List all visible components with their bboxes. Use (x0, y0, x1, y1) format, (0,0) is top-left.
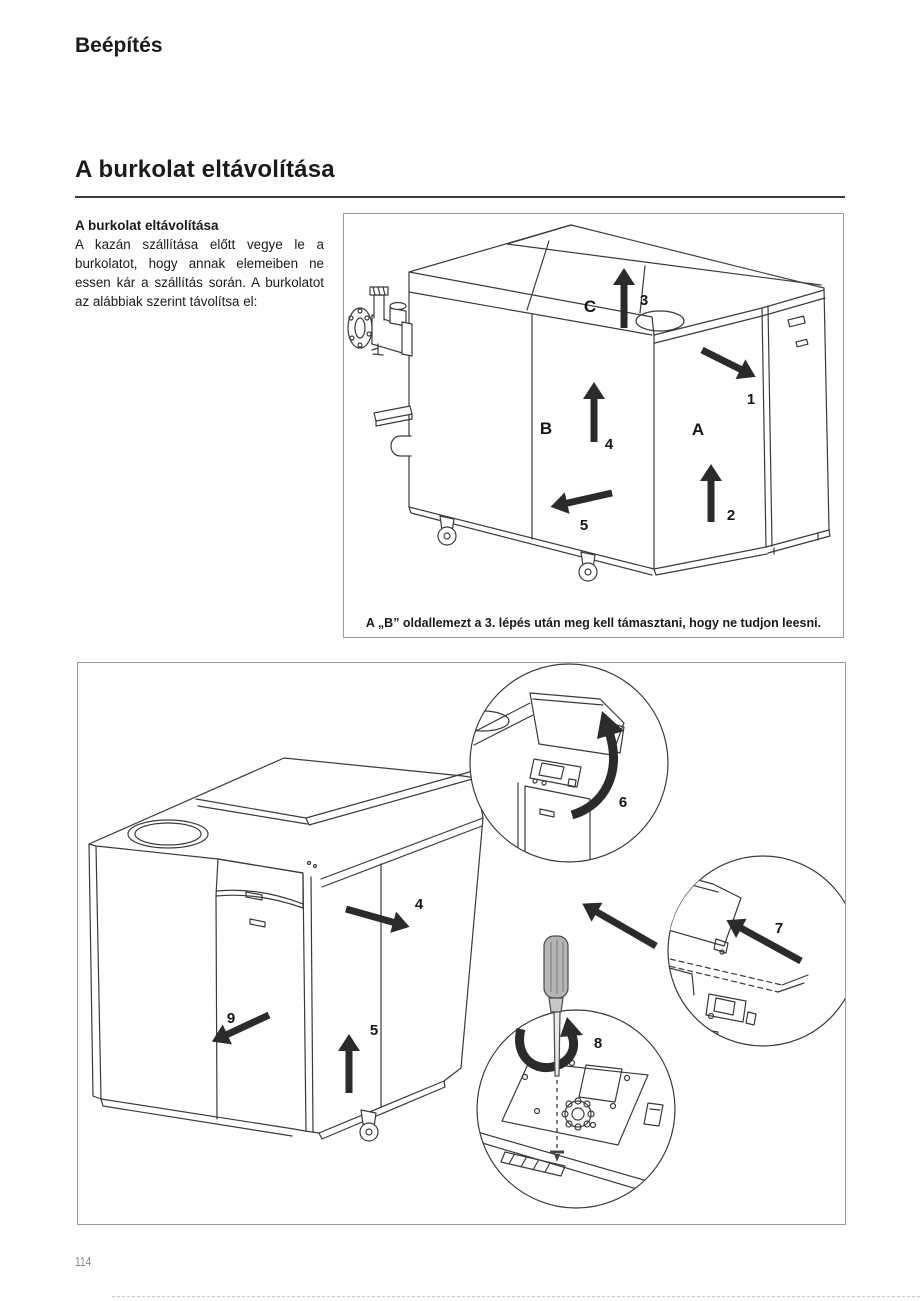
screw-icon (550, 1150, 564, 1162)
figure2-box: 4 5 9 6 (77, 662, 846, 1225)
arrow-6-curve (570, 733, 618, 820)
arrow-5-icon (338, 1034, 360, 1093)
panel-seams (531, 313, 655, 570)
panel-label-b: B (540, 419, 552, 438)
base-frame-lines (408, 506, 831, 576)
step-label-6: 6 (619, 794, 627, 811)
rotary-knob (561, 1097, 595, 1131)
bottom-perforation-line (112, 1296, 920, 1297)
vent-slot (500, 1151, 566, 1177)
display (538, 762, 565, 780)
arrow-6-head (597, 711, 624, 739)
top-edge-lines (471, 702, 534, 746)
caster-wheel-front-left (437, 515, 457, 546)
intro-heading: A burkolat eltávolítása (75, 218, 219, 233)
type-label-plate (249, 918, 266, 928)
open-lid (529, 692, 625, 756)
step-label-4: 4 (605, 436, 614, 453)
arrow-4-icon (583, 382, 605, 442)
arrow-8-head (560, 1017, 583, 1037)
step-label-7: 7 (775, 920, 783, 937)
top-step-seam (195, 798, 310, 826)
flange-valve-assembly (347, 286, 413, 357)
base-feet-marks (773, 533, 819, 555)
page-title: A burkolat eltávolítása (75, 156, 335, 183)
arrow-7-icon (726, 918, 803, 965)
step-label-5: 5 (580, 517, 588, 534)
intro-text-block: A burkolat eltávolítása A kazán szállítá… (75, 218, 324, 311)
step-label-5: 5 (370, 1022, 378, 1039)
control-box-tab (245, 891, 263, 901)
corner-post-lines (302, 874, 314, 1133)
pipe-stub (390, 435, 412, 457)
control-panel-face (529, 758, 582, 788)
label-plate (539, 808, 555, 818)
top-panel-seams (526, 240, 646, 314)
control-box (215, 858, 304, 909)
front-band-line (408, 291, 653, 336)
hinge-dot-1 (306, 860, 312, 866)
flue-opening-rim (134, 822, 202, 846)
arrow-9-icon (211, 1011, 271, 1045)
display-2 (578, 1064, 623, 1103)
arrow-2-icon (700, 464, 722, 522)
screwdriver-icon (543, 935, 569, 1077)
title-rule (75, 196, 845, 198)
figure1-caption: A „B” oldallemezt a 3. lépés után meg ke… (365, 616, 822, 630)
detail-circle-remove-lid: 7 (582, 855, 845, 1047)
arrow-1-icon (700, 346, 756, 380)
main-switch (643, 1102, 664, 1127)
caster-wheel-front-right (578, 551, 598, 582)
step-label-4: 4 (415, 896, 424, 913)
right-column-seams (761, 305, 773, 548)
detail-circle-unscrew: 8 (476, 935, 676, 1209)
step-label-3: 3 (640, 292, 648, 309)
figure1-box: C B A 3 4 5 1 2 A „B” oldallemezt a 3. l… (343, 213, 844, 638)
detail-circle-open-lid: 6 (469, 663, 669, 863)
step-label-1: 1 (747, 391, 755, 408)
boiler-isometric-drawing-2 (88, 757, 484, 1142)
panel-label-c: C (584, 297, 596, 316)
hinge-dot-2 (312, 863, 318, 869)
lid-feet (668, 912, 729, 954)
body-edges (517, 782, 591, 862)
figure1-illustration: C B A 3 4 5 1 2 (347, 224, 831, 582)
step-label-8: 8 (594, 1035, 602, 1052)
column-vent (787, 315, 806, 328)
hidden-edges-dashed (668, 952, 783, 993)
arrow-3-icon (613, 268, 635, 328)
arrow-8-curve (515, 1027, 578, 1073)
caster-wheel-2 (359, 1109, 379, 1142)
flue-opening-2 (127, 819, 209, 849)
page-number: 114 (75, 1255, 92, 1269)
rear-top-panel-edge (506, 224, 822, 286)
intro-body: A kazán szállítása előtt vegye le a burk… (75, 237, 324, 309)
panel-switch-small (745, 1011, 757, 1026)
arrow-4-icon (345, 905, 410, 933)
column-label (795, 338, 809, 348)
step-label-2: 2 (727, 507, 735, 524)
chapter-header: Beépítés (75, 34, 163, 57)
middle-panel-edge (215, 895, 218, 1120)
right-face-top-edges (320, 817, 484, 888)
flue-opening (635, 310, 685, 332)
base-frame-lines-2 (100, 1080, 446, 1140)
arrow-lift-icon (582, 902, 658, 950)
panel-label-a: A (692, 420, 704, 439)
step-label-9: 9 (227, 1010, 235, 1027)
boiler-isometric-drawing (347, 224, 831, 582)
figure2-illustration: 4 5 9 6 (88, 663, 845, 1209)
arrow-5-icon (550, 489, 613, 514)
step-arrows (550, 268, 756, 522)
side-shelf-bracket (373, 405, 413, 427)
panel-switch (567, 778, 577, 788)
